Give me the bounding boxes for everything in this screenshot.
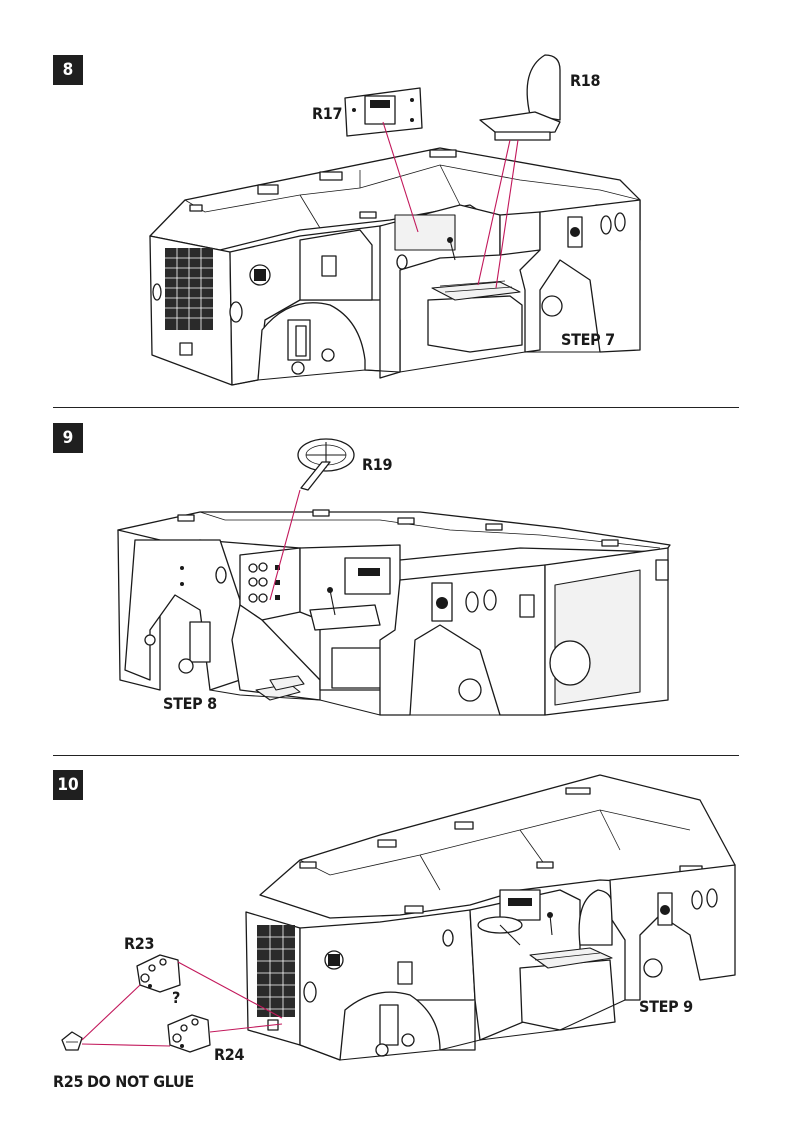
do-not-glue-note: DO NOT GLUE bbox=[87, 1072, 194, 1091]
section-divider bbox=[53, 407, 739, 408]
section-divider bbox=[53, 755, 739, 756]
part-label-r17: R17 bbox=[312, 104, 343, 123]
step-8-badge: 8 bbox=[53, 55, 83, 85]
part-label-r18: R18 bbox=[570, 71, 601, 90]
step-10-assembly-drawing bbox=[61, 774, 736, 1061]
part-label-r25: R25 bbox=[53, 1072, 84, 1091]
step-8-assembly-drawing bbox=[149, 54, 641, 386]
step-reference-label: STEP 8 bbox=[163, 694, 217, 713]
part-label-r19: R19 bbox=[362, 455, 393, 474]
step-9-assembly-drawing bbox=[117, 438, 671, 716]
step-10-badge: 10 bbox=[53, 770, 83, 800]
step-reference-label: STEP 7 bbox=[561, 330, 615, 349]
step-reference-label: STEP 9 bbox=[639, 997, 693, 1016]
part-label-r23: R23 bbox=[124, 934, 155, 953]
question-mark: ? bbox=[172, 988, 181, 1007]
step-9-badge: 9 bbox=[53, 423, 83, 453]
part-label-r24: R24 bbox=[214, 1045, 245, 1064]
